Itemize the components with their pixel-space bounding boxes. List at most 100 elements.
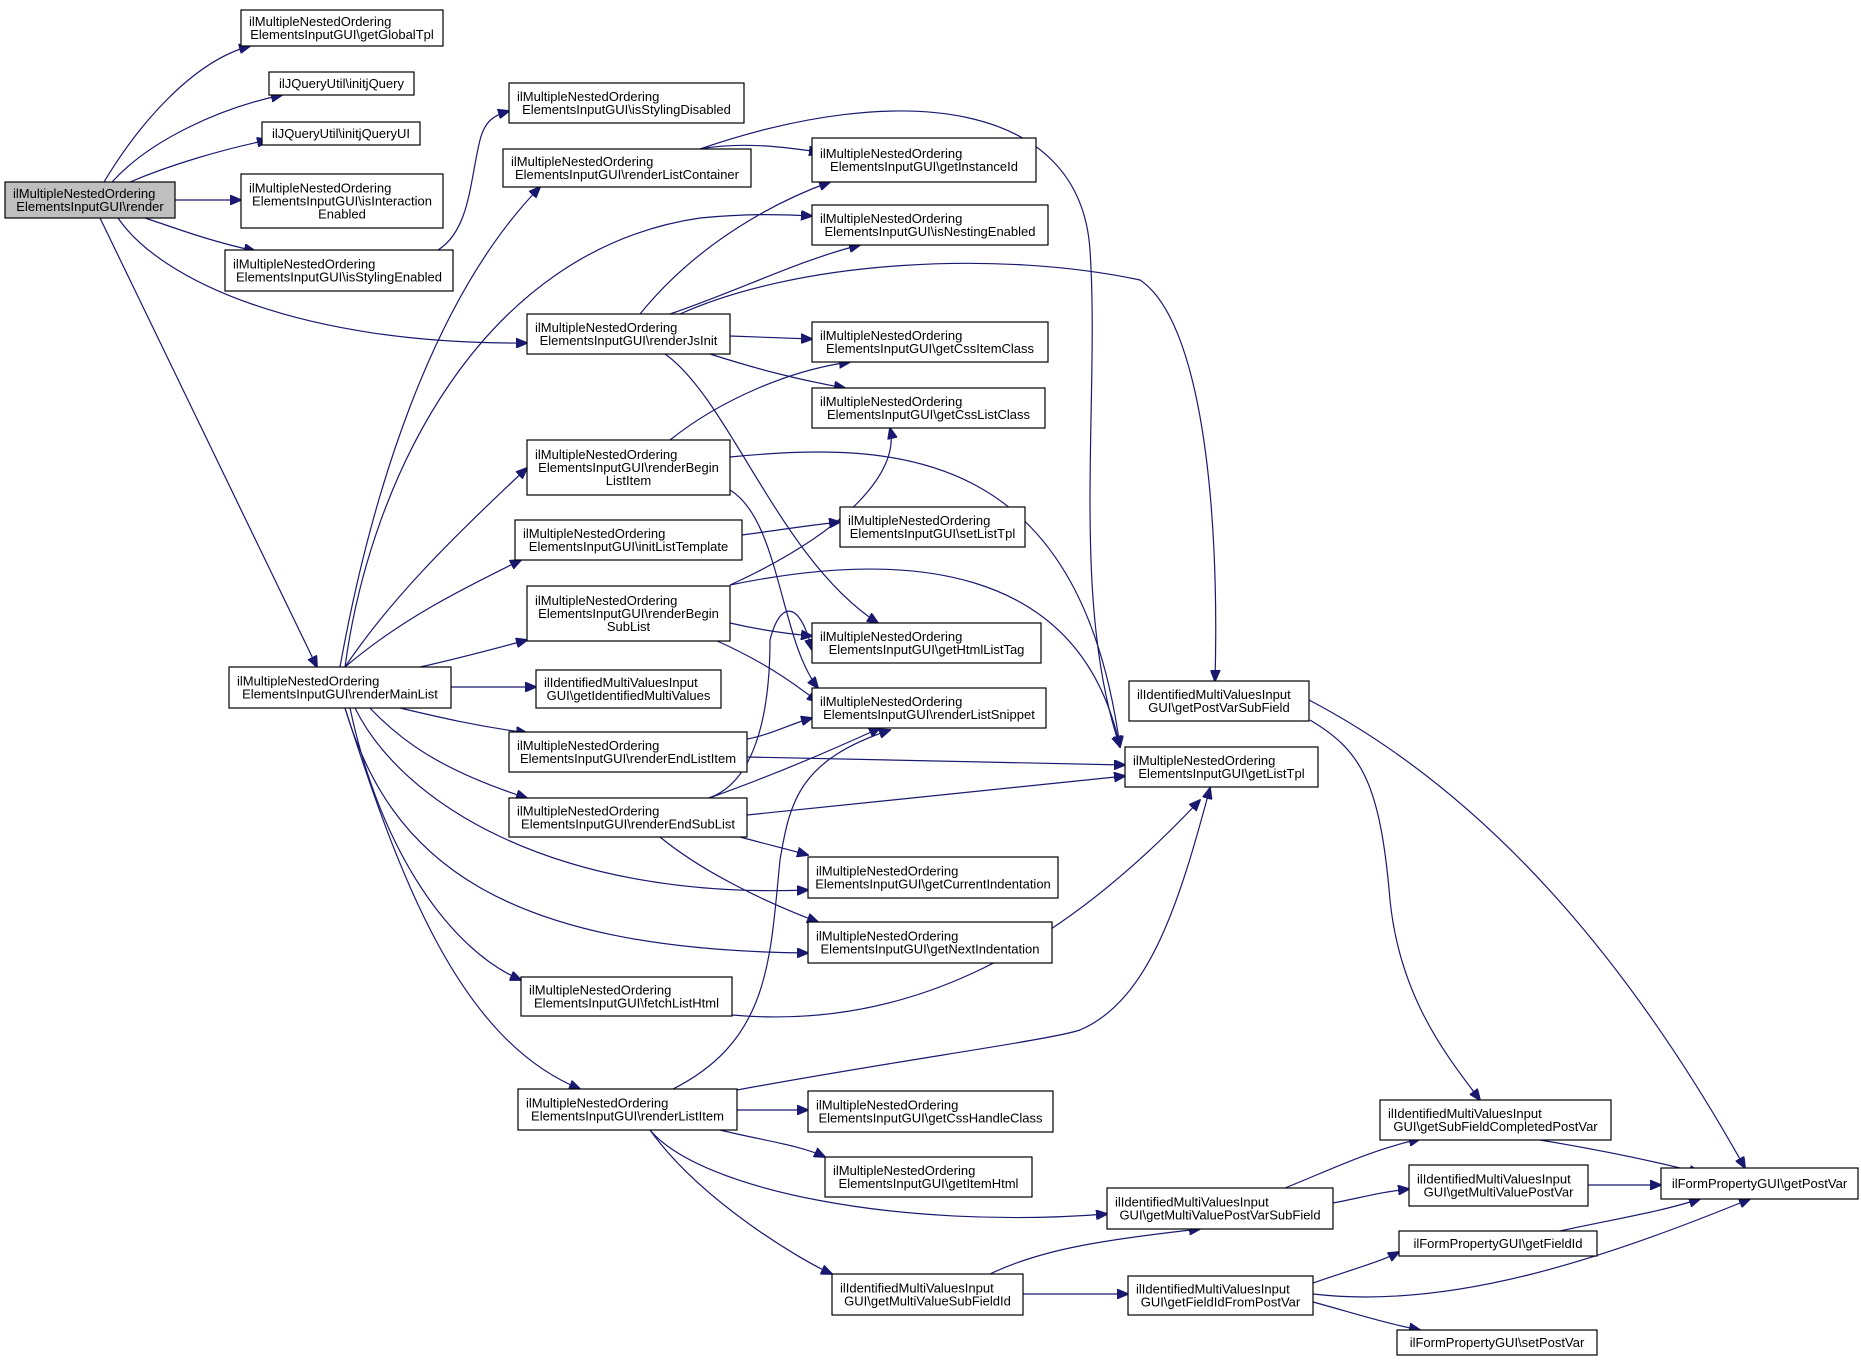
node-box [811,204,1049,246]
node-is-styling-enabled[interactable]: ilMultipleNestedOrderingElementsInputGUI… [224,249,454,292]
call-edge [699,110,1120,747]
node-box [514,519,743,561]
node-set-list-tpl[interactable]: ilMultipleNestedOrderingElementsInputGUI… [839,506,1026,548]
node-label-line: ilMultipleNestedOrdering [1133,753,1275,768]
node-render-begin-list-item[interactable]: ilMultipleNestedOrderingElementsInputGUI… [526,439,731,496]
node-get-field-id[interactable]: ilFormPropertyGUI\getFieldId [1398,1230,1598,1257]
node-render-list-item[interactable]: ilMultipleNestedOrderingElementsInputGUI… [517,1088,738,1131]
call-edge [117,217,527,343]
node-is-interaction-enabled[interactable]: ilMultipleNestedOrderingElementsInputGUI… [240,173,444,229]
node-get-list-tpl[interactable]: ilMultipleNestedOrderingElementsInputGUI… [1124,746,1319,788]
call-edge [714,639,818,702]
node-label-line: ilFormPropertyGUI\setPostVar [1410,1335,1585,1350]
node-label-line: ElementsInputGUI\getHtmlListTag [829,642,1025,657]
node-label-line: ElementsInputGUI\renderListItem [531,1109,724,1124]
node-render[interactable]: ilMultipleNestedOrderingElementsInputGUI… [4,181,176,219]
node-set-post-var[interactable]: ilFormPropertyGUI\setPostVar [1396,1329,1598,1356]
node-label-line: ElementsInputGUI\renderListContainer [515,167,740,182]
call-edge [669,362,850,441]
call-edge [419,640,527,668]
node-box [1660,1167,1859,1200]
node-get-sub-field-completed-post-var[interactable]: ilIdentifiedMultiValuesInputGUI\getSubFi… [1379,1099,1612,1141]
node-get-field-id-from-post-var[interactable]: ilIdentifiedMultiValuesInputGUI\getField… [1127,1275,1314,1316]
node-label-line: ElementsInputGUI\renderListSnippet [823,707,1035,722]
node-label-line: ilMultipleNestedOrdering [820,394,962,409]
node-initj-query[interactable]: ilJQueryUtil\initjQuery [268,71,415,96]
call-edge [1308,699,1745,1168]
node-render-list-snippet[interactable]: ilMultipleNestedOrderingElementsInputGUI… [811,687,1047,729]
node-get-css-list-class[interactable]: ilMultipleNestedOrderingElementsInputGUI… [811,387,1046,429]
node-get-post-var[interactable]: ilFormPropertyGUI\getPostVar [1660,1167,1859,1200]
call-edge [736,788,1210,1091]
node-initj-query-u-i[interactable]: ilJQueryUtil\initjQueryUI [261,121,421,146]
node-is-nesting-enabled[interactable]: ilMultipleNestedOrderingElementsInputGUI… [811,204,1049,246]
call-edge [659,836,818,922]
node-render-js-init[interactable]: ilMultipleNestedOrderingElementsInputGUI… [526,313,731,355]
node-label-line: GUI\getSubFieldCompletedPostVar [1393,1119,1598,1134]
node-get-css-item-class[interactable]: ilMultipleNestedOrderingElementsInputGUI… [811,321,1049,363]
node-get-css-handle-class[interactable]: ilMultipleNestedOrderingElementsInputGUI… [807,1090,1054,1133]
call-edge [1312,1252,1399,1284]
node-get-multi-value-sub-field-id[interactable]: ilIdentifiedMultiValuesInputGUI\getMulti… [831,1273,1024,1316]
node-get-global-tpl[interactable]: ilMultipleNestedOrderingElementsInputGUI… [240,9,444,47]
call-edge [741,522,840,536]
node-box [1106,1187,1334,1230]
node-label-line: ElementsInputGUI\fetchListHtml [534,996,719,1011]
node-box [1128,680,1310,722]
node-get-multi-value-post-var-sub-field[interactable]: ilIdentifiedMultiValuesInputGUI\getMulti… [1106,1187,1334,1230]
node-get-identified-multi-values[interactable]: ilIdentifiedMultiValuesInputGUI\getIdent… [535,669,722,709]
call-edge [399,707,527,733]
call-edge [739,836,808,855]
node-label-line: ilMultipleNestedOrdering [535,320,677,335]
call-edge [103,46,250,183]
node-label-line: ElementsInputGUI\getCssItemClass [826,341,1035,356]
call-edge [99,217,317,667]
node-label-line: ElementsInputGUI\renderMainList [242,687,438,702]
node-box [1408,1164,1589,1207]
node-render-list-container[interactable]: ilMultipleNestedOrderingElementsInputGUI… [502,148,752,188]
node-label-line: GUI\getMultiValuePostVar [1424,1185,1574,1200]
node-label-line: SubList [607,619,651,634]
node-render-end-sub-list[interactable]: ilMultipleNestedOrderingElementsInputGUI… [508,797,748,838]
node-label-line: ElementsInputGUI\getNextIndentation [821,942,1040,957]
node-label-line: ilMultipleNestedOrdering [816,929,958,944]
node-render-end-list-item[interactable]: ilMultipleNestedOrderingElementsInputGUI… [508,731,748,773]
call-edge [729,451,1120,747]
node-render-begin-sub-list[interactable]: ilMultipleNestedOrderingElementsInputGUI… [526,585,731,642]
node-label-line: ElementsInputGUI\isNestingEnabled [824,224,1035,239]
node-label-line: ilMultipleNestedOrdering [820,694,962,709]
node-label-line: ilIdentifiedMultiValuesInput [1417,1172,1571,1187]
call-edge [729,336,812,339]
node-label-line: ListItem [606,473,652,488]
node-is-styling-disabled[interactable]: ilMultipleNestedOrderingElementsInputGUI… [508,82,745,124]
node-label-line: Enabled [318,207,366,222]
node-get-next-indentation[interactable]: ilMultipleNestedOrderingElementsInputGUI… [807,921,1053,964]
node-get-multi-value-post-var[interactable]: ilIdentifiedMultiValuesInputGUI\getMulti… [1408,1164,1589,1207]
node-init-list-template[interactable]: ilMultipleNestedOrderingElementsInputGUI… [514,519,743,561]
nodes-layer: ilMultipleNestedOrderingElementsInputGUI… [4,9,1859,1356]
node-label-line: GUI\getIdentifiedMultiValues [547,688,711,703]
call-edge [111,95,282,183]
call-edge [1559,1199,1700,1232]
node-box [811,137,1037,183]
node-box [240,9,444,47]
node-get-current-indentation[interactable]: ilMultipleNestedOrderingElementsInputGUI… [807,856,1059,899]
node-label-line: ElementsInputGUI\initListTemplate [529,539,728,554]
node-render-main-list[interactable]: ilMultipleNestedOrderingElementsInputGUI… [228,666,452,709]
node-get-instance-id[interactable]: ilMultipleNestedOrderingElementsInputGUI… [811,137,1037,183]
node-label-line: GUI\getMultiValuePostVarSubField [1119,1208,1320,1223]
node-label-line: GUI\getMultiValueSubFieldId [844,1294,1011,1309]
node-box [824,1156,1033,1198]
node-fetch-list-html[interactable]: ilMultipleNestedOrderingElementsInputGUI… [520,976,733,1017]
node-get-post-var-sub-field[interactable]: ilIdentifiedMultiValuesInputGUI\getPostV… [1128,680,1310,722]
node-label-line: ilJQueryUtil\initjQuery [279,76,404,91]
node-label-line: ElementsInputGUI\getInstanceId [830,159,1018,174]
node-get-item-html[interactable]: ilMultipleNestedOrderingElementsInputGUI… [824,1156,1033,1198]
node-label-line: ilMultipleNestedOrdering [526,1096,668,1111]
node-box [268,71,415,96]
node-label-line: ElementsInputGUI\renderBegin [538,460,719,475]
call-edge [344,560,521,668]
node-get-html-list-tag[interactable]: ilMultipleNestedOrderingElementsInputGUI… [811,622,1042,664]
node-box [240,173,444,229]
